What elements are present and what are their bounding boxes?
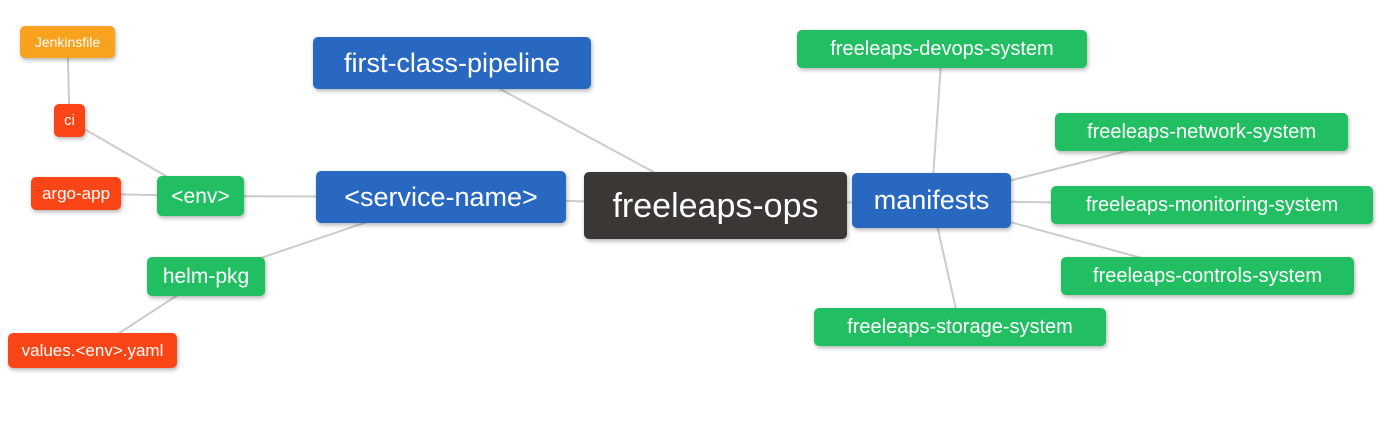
node-freeleaps-monitoring-system[interactable]: freeleaps-monitoring-system: [1051, 186, 1373, 224]
node-freeleaps-network-system[interactable]: freeleaps-network-system: [1055, 113, 1348, 151]
node-freeleaps-controls-system[interactable]: freeleaps-controls-system: [1061, 257, 1354, 295]
node-jenkinsfile[interactable]: Jenkinsfile: [20, 26, 115, 58]
node-first-class-pipeline[interactable]: first-class-pipeline: [313, 37, 591, 89]
node-ci[interactable]: ci: [54, 104, 85, 137]
node-manifests[interactable]: manifests: [852, 173, 1011, 228]
node-env[interactable]: <env>: [157, 176, 244, 216]
node-values-env-yaml[interactable]: values.<env>.yaml: [8, 333, 177, 368]
node-freeleaps-storage-system[interactable]: freeleaps-storage-system: [814, 308, 1106, 346]
node-freeleaps-ops[interactable]: freeleaps-ops: [584, 172, 847, 239]
node-freeleaps-devops-system[interactable]: freeleaps-devops-system: [797, 30, 1087, 68]
node-service-name[interactable]: <service-name>: [316, 171, 566, 223]
node-argo-app[interactable]: argo-app: [31, 177, 121, 210]
node-helm-pkg[interactable]: helm-pkg: [147, 257, 265, 296]
